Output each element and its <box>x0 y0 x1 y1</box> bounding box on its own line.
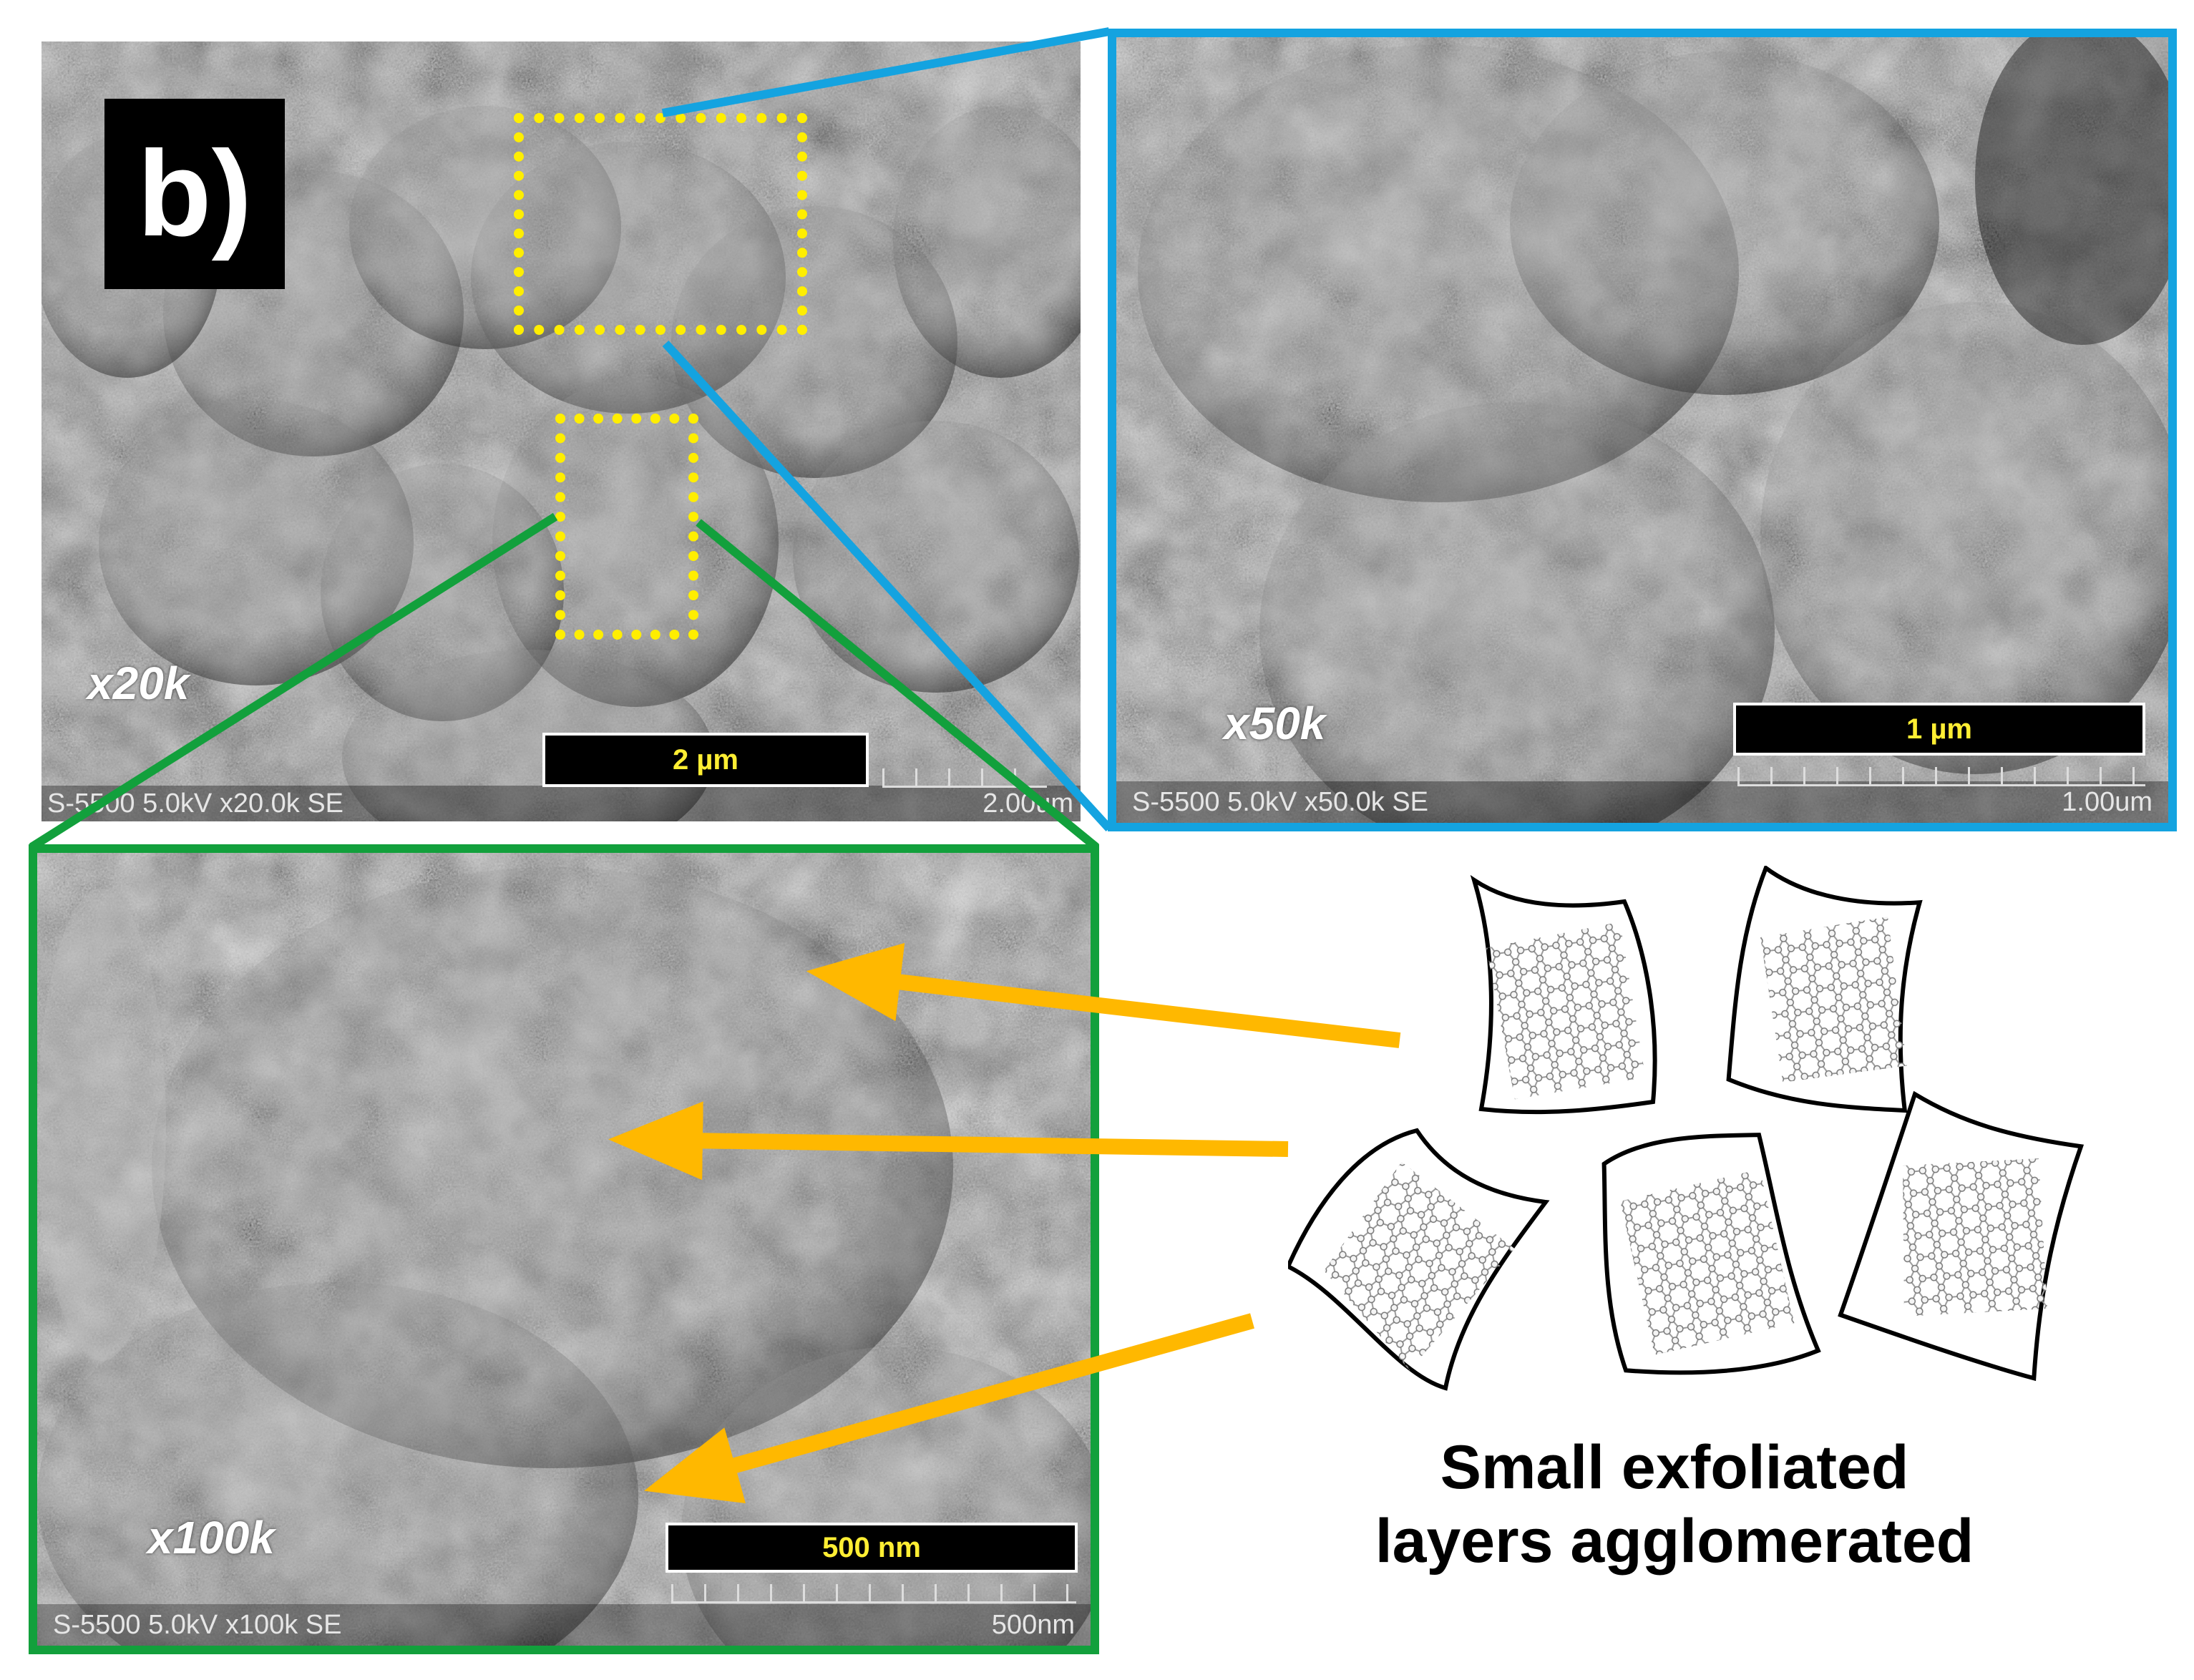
sem-panel-x50k: x50k 1 µm S-5500 5.0kV x50.0k SE 1.00um <box>1108 29 2177 831</box>
graphene-sheet-icon-5 <box>1838 1090 2085 1382</box>
connector-line-green-left <box>29 512 558 851</box>
sem-footer-x50k: S-5500 5.0kV x50.0k SE <box>1132 787 1429 817</box>
sem-panel-x20k: b) x20k 2 µm S-5500 5.0kV x20.0k SE 2.00… <box>42 41 1081 821</box>
zoom-box-x100k-region <box>555 414 698 640</box>
scale-ticks-x50k <box>1737 767 2145 786</box>
connector-line-blue-top <box>661 27 1111 117</box>
sem-footer-scale-x50k: 1.00um <box>2062 787 2152 817</box>
connector-line-green-right <box>696 519 1099 851</box>
arrow-pointer-1 <box>806 942 1401 1048</box>
graphene-sheet-icon <box>1288 866 2085 1391</box>
callout-text: Small exfoliated layers agglomerated <box>1245 1431 2104 1578</box>
zoom-box-x50k-region <box>514 113 807 335</box>
graphene-sheet-icon-1 <box>1470 874 1657 1115</box>
callout-line-2: layers agglomerated <box>1375 1507 1974 1576</box>
magnification-label-x50k: x50k <box>1224 698 1326 749</box>
scale-bar-x50k: 1 µm <box>1733 703 2145 756</box>
scale-bar-x20k: 2 µm <box>542 733 869 787</box>
scale-bar-x100k: 500 nm <box>665 1523 1078 1573</box>
graphene-sheet-icon-3 <box>1288 1128 1550 1391</box>
graphene-sheet-icon-2 <box>1726 866 1923 1113</box>
graphene-sheet-icon-4 <box>1601 1133 1821 1375</box>
callout-line-1: Small exfoliated <box>1440 1433 1909 1502</box>
arrow-pointer-2 <box>608 1101 1289 1181</box>
panel-label: b) <box>104 99 285 289</box>
arrow-pointer-3 <box>644 1313 1254 1504</box>
magnification-label-x20k: x20k <box>87 658 190 709</box>
scale-ticks-x100k <box>671 1584 1076 1603</box>
sem-image-x50k <box>1116 37 2168 823</box>
magnification-label-x100k: x100k <box>147 1512 275 1563</box>
sem-panel-x100k: x100k 500 nm S-5500 5.0kV x100k SE 500nm <box>29 844 1099 1654</box>
connector-line-blue-bottom <box>662 340 1113 832</box>
sem-image-x100k <box>37 853 1091 1646</box>
sem-footer-x100k: S-5500 5.0kV x100k SE <box>53 1610 342 1640</box>
sem-footer-scale-x100k: 500nm <box>991 1610 1075 1640</box>
